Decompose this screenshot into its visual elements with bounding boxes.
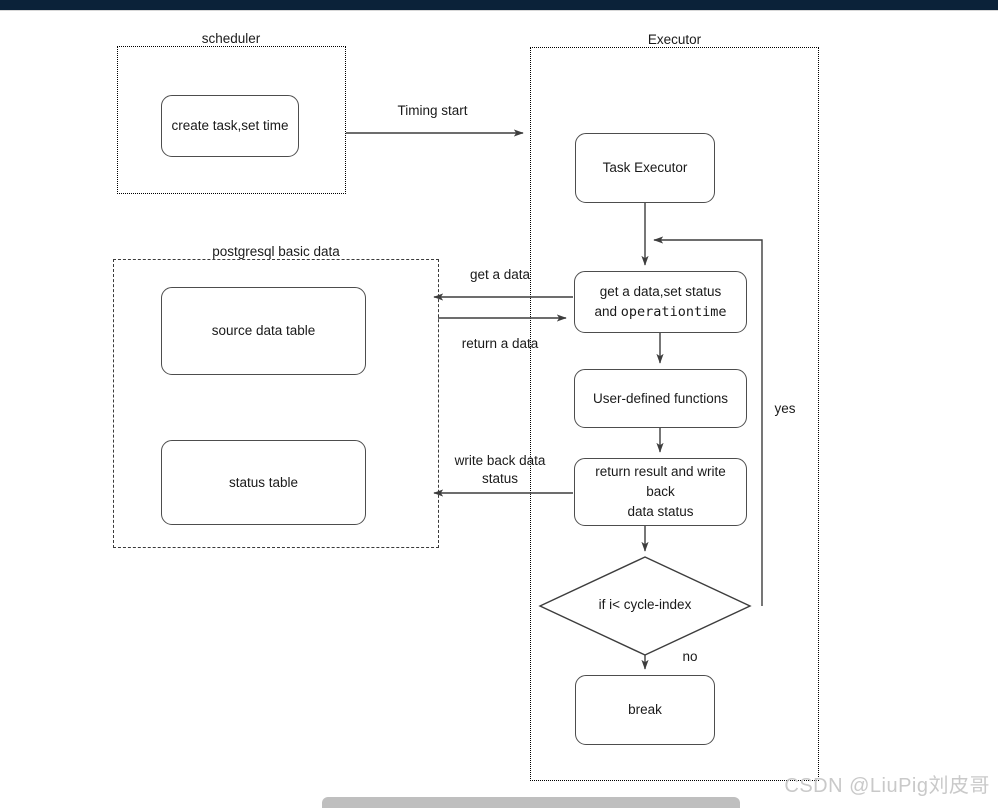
horizontal-scrollbar[interactable] xyxy=(322,797,740,808)
edge-label-write-back-status: write back data status xyxy=(454,453,546,486)
node-get-data-line1: get a data,set status xyxy=(599,284,722,299)
edge-label-no: no xyxy=(682,649,698,664)
group-title-executor: Executor xyxy=(647,32,702,47)
node-status-table-label: status table xyxy=(228,474,299,490)
group-executor xyxy=(530,47,819,781)
watermark: CSDN @LiuPig刘皮哥 xyxy=(784,775,990,797)
group-scheduler xyxy=(117,46,346,194)
group-postgresql-basic-data xyxy=(113,259,439,548)
node-break-label: break xyxy=(628,702,662,717)
node-user-defined-functions-label: User-defined functions xyxy=(592,390,729,406)
node-create-task-label: create task,set time xyxy=(171,118,289,133)
window-title-bar xyxy=(0,0,998,10)
edge-label-return-a-data: return a data xyxy=(461,336,539,351)
node-task-executor[interactable]: Task Executor xyxy=(575,133,715,203)
node-return-result-line2: data status xyxy=(627,504,694,519)
node-status-table[interactable]: status table xyxy=(161,440,366,525)
group-title-postgres: postgresql basic data xyxy=(212,244,340,259)
edge-yes-loopback xyxy=(653,236,763,606)
title-bar-divider xyxy=(0,10,998,11)
node-get-data-operationtime: operationtime xyxy=(620,304,727,320)
node-user-defined-functions[interactable]: User-defined functions xyxy=(574,369,747,428)
node-source-data-table-label: source data table xyxy=(211,323,316,338)
node-break[interactable]: break xyxy=(575,675,715,745)
edge-label-timing-start: Timing start xyxy=(397,103,468,118)
edge-label-yes: yes xyxy=(774,401,796,416)
group-title-scheduler: scheduler xyxy=(201,31,261,46)
node-get-data-line2: and operationtime xyxy=(595,302,727,322)
node-decision-label: if i< cycle-index xyxy=(598,597,692,612)
node-get-data-set-status[interactable]: get a data,set status and operationtime xyxy=(574,271,747,333)
node-create-task[interactable]: create task,set time xyxy=(161,95,299,157)
node-task-executor-label: Task Executor xyxy=(602,160,688,175)
node-source-data-table[interactable]: source data table xyxy=(161,287,366,375)
node-return-result[interactable]: return result and write back data status xyxy=(574,458,747,526)
node-get-data-line2-prefix: and xyxy=(594,304,621,319)
edge-label-get-a-data: get a data xyxy=(469,267,531,282)
node-return-result-line1: return result and write back xyxy=(595,464,726,499)
